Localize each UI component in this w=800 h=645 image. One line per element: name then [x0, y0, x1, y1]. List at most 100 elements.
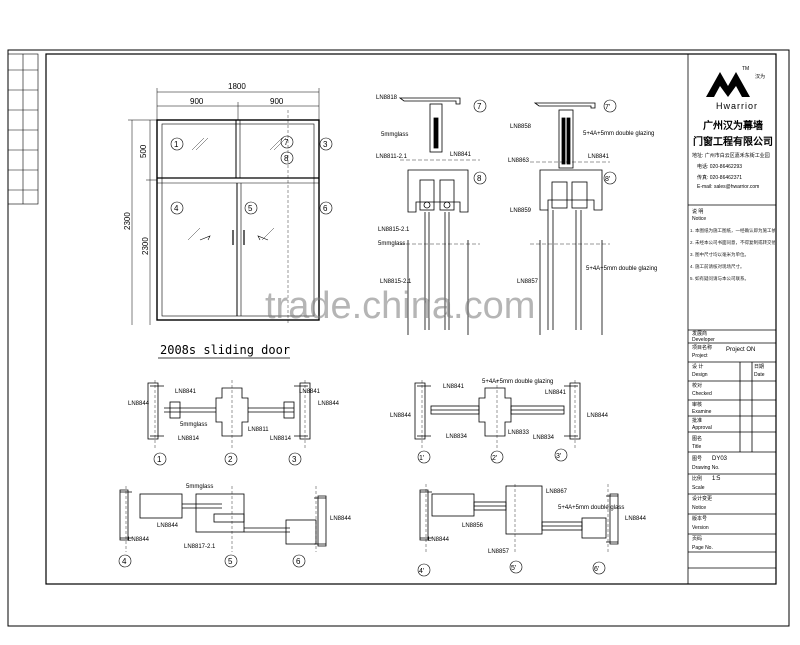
row-date-en: Date: [754, 372, 765, 378]
vertical-section-right-labels: LN8858 5+4A+5mm double glazing LN8863 LN…: [508, 124, 657, 285]
row-design-cn: 设 计: [692, 364, 704, 370]
company-fax: 传真: 020-86462371: [697, 175, 743, 181]
callout-ln8859: LN8859: [510, 208, 532, 214]
row-approval-cn: 批准: [692, 418, 703, 424]
panel-marker-1: 1: [174, 140, 179, 149]
marker-h-1: 1: [157, 455, 162, 464]
notice-line-4: 4. 施工前请核对现场尺寸。: [690, 264, 745, 269]
horizontal-section-left-top-labels: LN8844 LN8841 5mmglass LN8811 LN8844 LN8…: [128, 389, 340, 442]
row-notice-en: Notice: [692, 505, 707, 511]
callout-h18: LN8844: [157, 523, 179, 529]
row-checked-cn: 校对: [692, 383, 703, 389]
callout-h11: 5+4A+5mm double glazing: [482, 379, 553, 385]
row-title-cn: 图名: [692, 436, 703, 442]
row-page-cn: 页码: [692, 536, 703, 542]
row-date-cn: 日期: [754, 364, 765, 370]
panel-marker-3: 3: [323, 140, 328, 149]
callout-h3: 5mmglass: [180, 422, 207, 428]
row-project-en: Project: [692, 353, 708, 359]
callout-h19: LN8844: [128, 537, 150, 543]
callout-h25: LN8844: [428, 537, 450, 543]
watermark: trade.china.com: [265, 285, 536, 327]
company-email: E-mail: sales@hwarrior.com: [697, 184, 760, 190]
notice-en: Notice: [692, 216, 707, 222]
notice-line-5: 5. 如有疑问请与本公司联系。: [690, 276, 750, 281]
callout-h23: 5+4A+5mm double glass: [558, 505, 624, 511]
callout-5mmglass-bottom: 5mmglass: [378, 241, 405, 247]
revision-strip: [7, 53, 39, 205]
row-title-en: Title: [692, 444, 702, 450]
horizontal-section-left-bottom-labels: 5mmglass LN8844 LN8844 LN8817-2.1 LN8844: [128, 484, 352, 550]
callout-h6: LN8814: [178, 436, 200, 442]
row-version-cn: 版本号: [692, 516, 708, 522]
row-notice-cn: 设计变更: [692, 496, 713, 502]
notice-line-2: 2. 未经本公司书面同意，不得复制或转交他人。: [690, 240, 775, 245]
vertical-section-left-labels: LN8818 5mmglass LN8811-2.1 LN8841 LN8815…: [376, 95, 472, 285]
callout-h8: LN8841: [299, 389, 321, 395]
elevation-panel-markers: [170, 135, 333, 215]
row-version-en: Version: [692, 525, 709, 531]
horizontal-section-right-bottom-labels: LN8867 5+4A+5mm double glass LN8856 LN88…: [428, 489, 647, 555]
section-marker-8: 8: [284, 154, 289, 163]
row-developer-cn: 发展商: [692, 331, 708, 337]
vertical-section-right: [530, 102, 610, 335]
callout-h27: LN8844: [625, 516, 647, 522]
dim-right: 900: [270, 97, 284, 106]
horizontal-section-right-top: [414, 380, 581, 448]
brand-name: Hwarrior: [716, 101, 759, 111]
callout-h20: LN8817-2.1: [184, 544, 216, 550]
callout-h1: LN8844: [128, 401, 150, 407]
row-project-cn: 项目名称: [692, 345, 713, 351]
horizontal-section-left-bottom: [119, 486, 327, 552]
row-drawing-no-en: Drawing No.: [692, 465, 720, 471]
elevation-labels: 1800 900 900 500 2300 2300: [123, 82, 284, 255]
row-design-en: Design: [692, 372, 708, 378]
marker-8-prime: 8': [605, 176, 610, 183]
callout-h9: LN8844: [390, 413, 412, 419]
company-address: 地址: 广州市白云区嘉禾东街工业园: [692, 153, 770, 159]
callout-h10: LN8841: [443, 384, 465, 390]
callout-h5: LN8844: [318, 401, 340, 407]
marker-h-3: 3: [292, 455, 297, 464]
marker-h-2: 2: [228, 455, 233, 464]
row-examine-en: Examine: [692, 409, 712, 415]
callout-h17: 5mmglass: [186, 484, 213, 490]
row-page-en: Page No.: [692, 545, 713, 551]
marker-h-4: 4: [122, 557, 127, 566]
callout-ln8815-2-1: LN8815-2.1: [378, 227, 410, 233]
row-approval-en: Approval: [692, 425, 712, 431]
company-line-2: 门窗工程有限公司: [693, 137, 773, 148]
callout-ln8841-left: LN8841: [450, 152, 472, 158]
vertical-section-left: [398, 97, 480, 335]
scale-value: 1:5: [712, 476, 721, 482]
title-block-frame: [687, 54, 776, 584]
hwarrior-logo-icon: [706, 72, 750, 97]
notice-cn: 说 明: [692, 209, 704, 215]
marker-8: 8: [477, 174, 482, 183]
callout-ln8811-2-1: LN8811-2.1: [376, 154, 408, 160]
horizontal-section-right-top-labels: LN8844 LN8841 5+4A+5mm double glazing LN…: [390, 379, 609, 441]
callout-h4: LN8811: [248, 427, 269, 433]
callout-ln8858: LN8858: [510, 124, 532, 130]
callout-h15: LN8833: [508, 430, 530, 436]
outer-border: [7, 49, 790, 627]
drawing-no-value: DY03: [712, 456, 728, 462]
marker-h-2-prime: 2': [492, 455, 497, 462]
row-checked-en: Checked: [692, 391, 712, 397]
panel-marker-5: 5: [248, 204, 253, 213]
marker-h-5-prime: 5': [511, 565, 516, 572]
callout-ln8857: LN8857: [517, 279, 539, 285]
notice-line-3: 3. 图中尺寸均以毫米为单位。: [690, 252, 750, 257]
company-tel: 电话: 020-86462293: [697, 164, 743, 170]
callout-double-glazing-top: 5+4A+5mm double glazing: [583, 131, 654, 137]
callout-ln8863: LN8863: [508, 158, 530, 164]
callout-ln8841-right: LN8841: [588, 154, 610, 160]
marker-h-4-prime: 4': [419, 568, 424, 575]
dim-height: 2300: [123, 212, 132, 230]
marker-7: 7: [477, 102, 482, 111]
callout-h16: LN8834: [533, 435, 555, 441]
callout-5mmglass-top: 5mmglass: [381, 132, 408, 138]
callout-h26: LN8857: [488, 549, 510, 555]
